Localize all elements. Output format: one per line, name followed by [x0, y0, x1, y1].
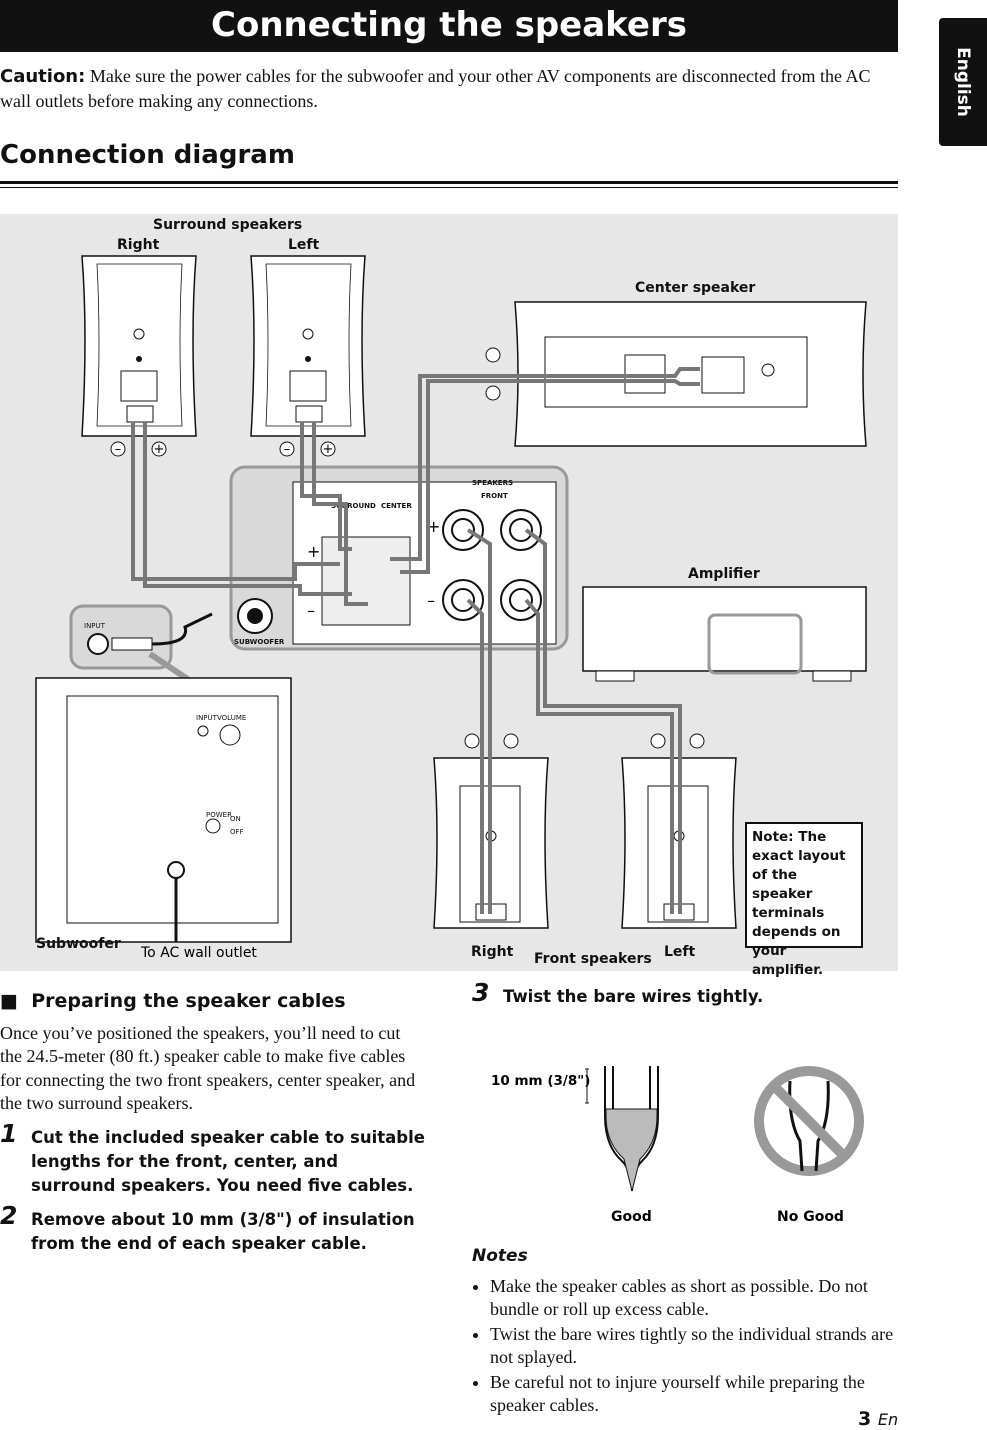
panel-plus-mark: +: [307, 542, 320, 561]
svg-text:+: +: [323, 442, 334, 457]
sub-volume-label: VOLUME: [217, 714, 246, 722]
page-number-suffix: En: [877, 1410, 899, 1429]
panel-minus-mark: –: [307, 601, 315, 620]
subwoofer-panel-label: SUBWOOFER: [234, 638, 285, 646]
step-number: 2: [0, 1200, 18, 1230]
step-text: Twist the bare wires tightly.: [503, 987, 764, 1006]
ac-outlet-label: To AC wall outlet: [140, 945, 257, 961]
center-panel-label: CENTER: [381, 502, 412, 510]
twist-figure: 10 mm (3/8") Good No Good: [491, 1066, 864, 1225]
step-number: 3: [472, 978, 490, 1007]
step-text: Remove about 10 mm (3/8") of insulation …: [31, 1209, 415, 1253]
front-left-label: Left: [664, 944, 696, 960]
caution-paragraph: Caution: Make sure the power cables for …: [0, 64, 898, 113]
speaker-cables: [131, 367, 700, 914]
prep-section: ■ Preparing the speaker cables Once you’…: [0, 990, 425, 1256]
svg-text:+: +: [154, 442, 165, 457]
list-item: Make the speaker cables as short as poss…: [490, 1275, 897, 1322]
center-plus-mark: [485, 347, 501, 363]
step-text: Cut the included speaker cable to suitab…: [31, 1127, 425, 1195]
no-good-label: No Good: [777, 1209, 844, 1225]
page-number-value: 3: [858, 1408, 872, 1430]
twist-section: 3 Twist the bare wires tightly. 10 mm (3…: [472, 980, 897, 1419]
sub-input-label: INPUT: [196, 714, 218, 722]
front-minus-mark: –: [427, 591, 435, 610]
language-tab: English: [939, 18, 987, 146]
section-heading: Connection diagram: [0, 140, 295, 170]
prep-intro: Once you’ve positioned the speakers, you…: [0, 1022, 416, 1114]
caution-label: Caution:: [0, 66, 86, 87]
step-1: 1 Cut the included speaker cable to suit…: [0, 1121, 425, 1198]
front-speakers-label: Front speakers: [534, 951, 652, 967]
prep-heading: ■ Preparing the speaker cables: [0, 990, 425, 1014]
surround-polarity-marks: – + – +: [110, 441, 336, 457]
surround-right-label: Right: [117, 237, 160, 253]
amplifier-label: Amplifier: [688, 566, 760, 582]
surround-left-speaker: [250, 255, 366, 437]
center-speaker: [514, 301, 867, 447]
page-number: 3 En: [858, 1408, 898, 1430]
center-minus-mark: [485, 385, 501, 401]
notes-list: Make the speaker cables as short as poss…: [472, 1275, 897, 1418]
speakers-panel-label: SPEAKERS: [472, 479, 513, 487]
good-label: Good: [611, 1209, 652, 1225]
step-number: 1: [0, 1118, 18, 1148]
svg-text:–: –: [284, 442, 291, 457]
prep-heading-text: Preparing the speaker cables: [31, 990, 346, 1012]
front-right-label: Right: [471, 944, 514, 960]
no-good-icon: [754, 1066, 864, 1176]
square-bullet-icon: ■: [0, 990, 18, 1012]
connection-diagram: Surround speakers Right Left – + – + Cen…: [0, 214, 898, 971]
page-title: Connecting the speakers: [0, 0, 898, 52]
surround-panel-label: SURROUND: [331, 502, 376, 510]
front-plus-mark: +: [427, 517, 440, 536]
subwoofer-unit: [35, 677, 292, 943]
sub-on-label: ON: [230, 815, 241, 823]
note-box: Note: The exact layout of the speaker te…: [745, 822, 863, 978]
step-2: 2 Remove about 10 mm (3/8") of insulatio…: [0, 1203, 425, 1256]
measure-label: 10 mm (3/8"): [491, 1073, 590, 1089]
heading-rule: [0, 181, 898, 184]
amplifier-unit: [582, 586, 867, 682]
heading-rule-thin: [0, 187, 898, 188]
front-panel-label: FRONT: [481, 492, 508, 500]
list-item: Be careful not to injure yourself while …: [490, 1371, 897, 1418]
subwoofer-label: Subwoofer: [36, 936, 121, 952]
notes-heading: Notes: [472, 1246, 528, 1266]
sub-power-label: POWER: [206, 811, 232, 819]
input-panel-label: INPUT: [84, 622, 106, 630]
front-polarity-marks: [464, 733, 705, 749]
sub-off-label: OFF: [230, 828, 244, 836]
surround-speakers-label: Surround speakers: [153, 217, 302, 233]
surround-left-label: Left: [288, 237, 320, 253]
surround-right-speaker: [81, 255, 197, 437]
caution-text: Make sure the power cables for the subwo…: [0, 66, 871, 111]
step-3: 3 Twist the bare wires tightly.: [472, 980, 897, 1009]
language-tab-label: English: [953, 47, 973, 117]
center-speaker-label: Center speaker: [635, 280, 755, 296]
svg-text:–: –: [115, 442, 122, 457]
list-item: Twist the bare wires tightly so the indi…: [490, 1323, 897, 1370]
